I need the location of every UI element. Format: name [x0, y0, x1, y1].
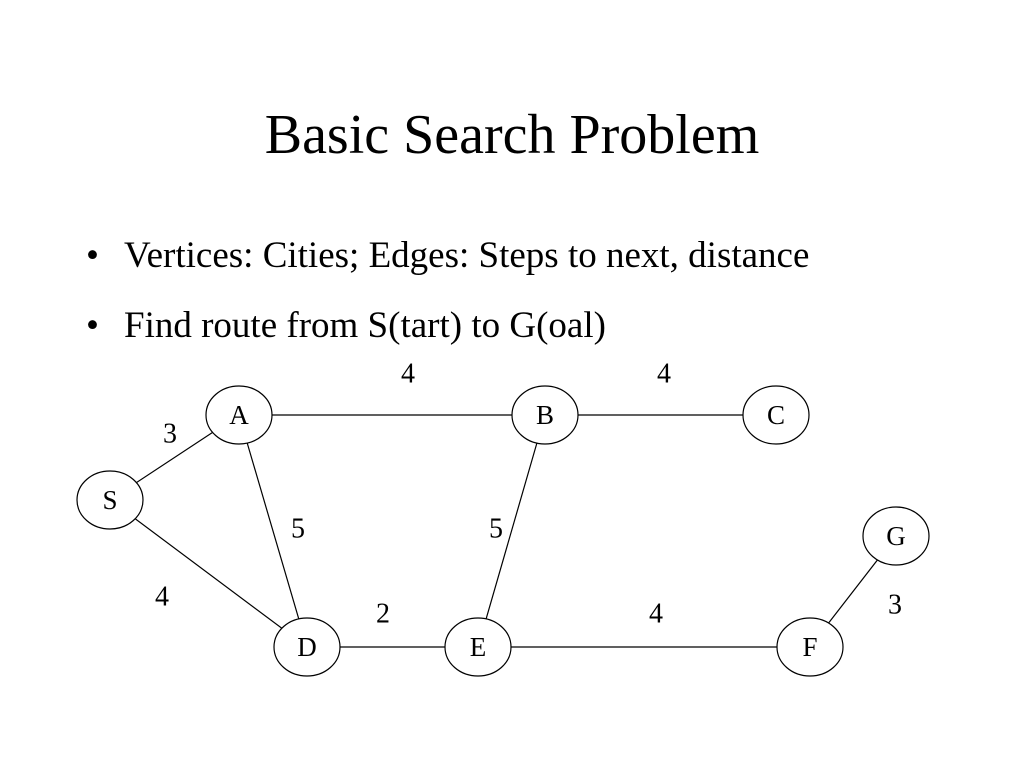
node-ellipse — [862, 506, 930, 566]
node-ellipse — [742, 385, 810, 445]
edge-weight-f-g: 3 — [888, 590, 902, 621]
node-ellipse — [776, 617, 844, 677]
bullet-text: Vertices: Cities; Edges: Steps to next, … — [124, 235, 810, 276]
bullet-item: • Find route from S(tart) to G(oal) — [86, 300, 809, 352]
node-label: G — [886, 521, 906, 551]
node-g: G — [862, 506, 930, 566]
edge-b-e — [477, 414, 546, 648]
node-label: F — [802, 632, 817, 662]
bullet-marker: • — [86, 305, 99, 346]
edge-weight-b-c: 4 — [657, 359, 671, 390]
node-label: S — [102, 485, 117, 515]
bullet-marker: • — [86, 235, 99, 276]
slide-title: Basic Search Problem — [264, 104, 760, 166]
node-label: D — [297, 632, 317, 662]
node-ellipse — [273, 617, 341, 677]
node-a: A — [205, 385, 273, 445]
node-e: E — [444, 617, 512, 677]
node-ellipse — [205, 385, 273, 445]
node-label: A — [229, 400, 249, 430]
node-ellipse — [511, 385, 579, 445]
bullet-text: Find route from S(tart) to G(oal) — [124, 305, 606, 346]
node-label: C — [767, 400, 785, 430]
node-label: B — [536, 400, 554, 430]
edge-a-d — [238, 414, 308, 648]
bullet-list: • Vertices: Cities; Edges: Steps to next… — [86, 230, 809, 370]
node-s: S — [76, 470, 144, 530]
node-b: B — [511, 385, 579, 445]
edge-weight-a-b: 4 — [401, 359, 415, 390]
node-f: F — [776, 617, 844, 677]
node-c: C — [742, 385, 810, 445]
node-label: E — [470, 632, 487, 662]
edge-weight-s-d: 4 — [155, 582, 169, 613]
edge-weight-e-f: 4 — [649, 599, 663, 630]
edges-layer — [109, 414, 897, 648]
node-d: D — [273, 617, 341, 677]
edge-weight-d-e: 2 — [376, 599, 390, 630]
node-ellipse — [76, 470, 144, 530]
edge-weight-s-a: 3 — [163, 419, 177, 450]
weights-layer: 3 4 4 5 5 4 2 4 3 — [155, 359, 902, 630]
bullet-item: • Vertices: Cities; Edges: Steps to next… — [86, 230, 809, 282]
edge-s-d — [109, 499, 308, 648]
node-ellipse — [444, 617, 512, 677]
edge-weight-b-e: 5 — [489, 514, 503, 545]
edge-weight-a-d: 5 — [291, 514, 305, 545]
nodes-layer: A B C S G D E F — [76, 385, 930, 677]
